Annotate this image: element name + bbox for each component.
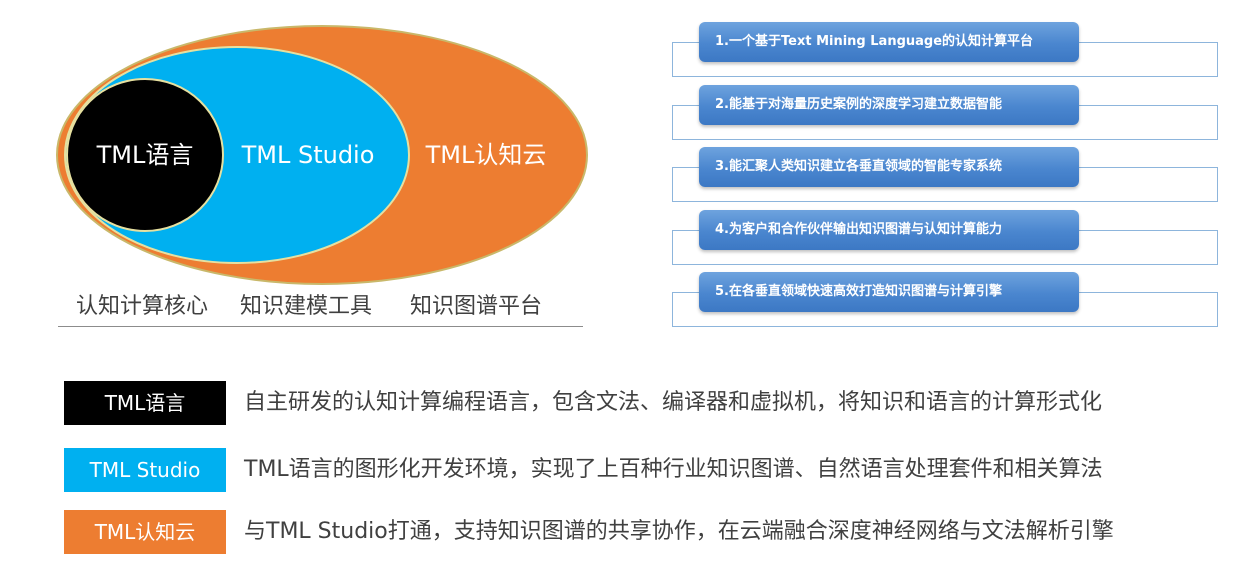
- legend-tag: TML认知云: [64, 510, 226, 554]
- caption-cognitive-core: 认知计算核心: [76, 294, 209, 319]
- legend-row-cloud: TML认知云 与TML Studio打通，支持知识图谱的共享协作，在云端融合深度…: [0, 510, 1252, 554]
- caption-knowledge-modeling: 知识建模工具: [240, 294, 373, 319]
- legend-description: 与TML Studio打通，支持知识图谱的共享协作，在云端融合深度神经网络与文法…: [244, 519, 1114, 544]
- feature-label: 2.能基于对海量历史案例的深度学习建立数据智能: [699, 85, 1079, 125]
- caption-divider: [58, 326, 583, 327]
- middle-ellipse-label: TML Studio: [241, 141, 375, 169]
- nested-ellipse-diagram: TML语言 TML Studio TML认知云: [56, 25, 588, 285]
- inner-ellipse-label: TML语言: [96, 141, 194, 169]
- caption-knowledge-graph-platform: 知识图谱平台: [410, 294, 543, 319]
- legend-row-language: TML语言 自主研发的认知计算编程语言，包含文法、编译器和虚拟机，将知识和语言的…: [0, 381, 1252, 425]
- legend-tag: TML Studio: [64, 448, 226, 492]
- outer-ellipse-label: TML认知云: [425, 141, 547, 169]
- legend-description: 自主研发的认知计算编程语言，包含文法、编译器和虚拟机，将知识和语言的计算形式化: [244, 390, 1103, 415]
- feature-label: 5.在各垂直领域快速高效打造知识图谱与计算引擎: [699, 272, 1079, 312]
- feature-item: 4.为客户和合作伙伴输出知识图谱与认知计算能力: [0, 210, 1252, 270]
- legend-description: TML语言的图形化开发环境，实现了上百种行业知识图谱、自然语言处理套件和相关算法: [244, 457, 1103, 482]
- legend-row-studio: TML Studio TML语言的图形化开发环境，实现了上百种行业知识图谱、自然…: [0, 448, 1252, 492]
- feature-label: 3.能汇聚人类知识建立各垂直领域的智能专家系统: [699, 147, 1079, 187]
- legend-tag: TML语言: [64, 381, 226, 425]
- feature-label: 1.一个基于Text Mining Language的认知计算平台: [699, 22, 1079, 62]
- feature-item: 3.能汇聚人类知识建立各垂直领域的智能专家系统: [0, 147, 1252, 207]
- feature-label: 4.为客户和合作伙伴输出知识图谱与认知计算能力: [699, 210, 1079, 250]
- feature-item: 5.在各垂直领域快速高效打造知识图谱与计算引擎: [0, 272, 1252, 332]
- feature-item: 2.能基于对海量历史案例的深度学习建立数据智能: [0, 85, 1252, 145]
- feature-item: 1.一个基于Text Mining Language的认知计算平台: [0, 22, 1252, 82]
- inner-ellipse-language: [66, 78, 224, 232]
